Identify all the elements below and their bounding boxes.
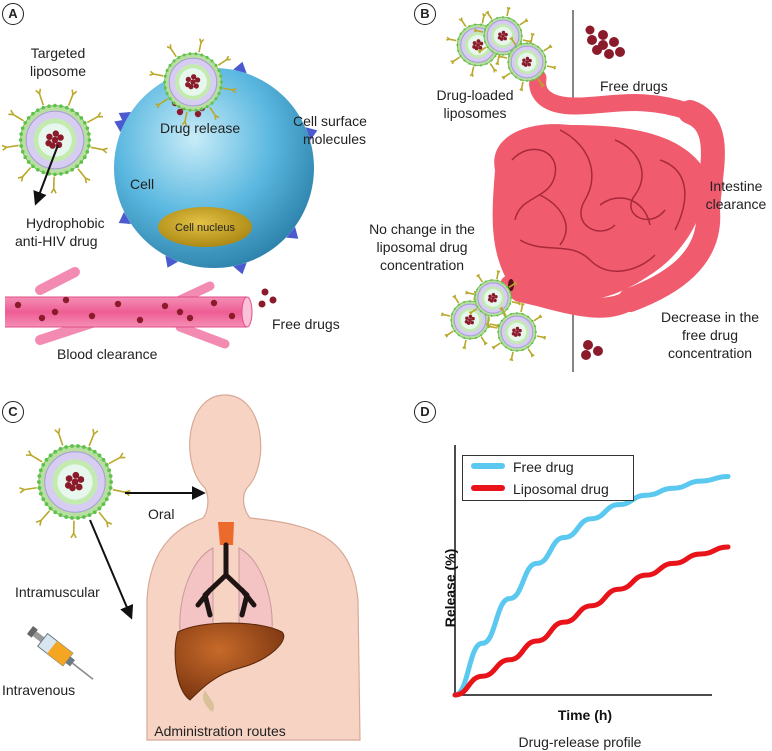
liposome-c [19,428,131,539]
cell-label: Cell [130,176,155,192]
intramuscular-route-arrow [89,519,134,620]
panel-b [440,6,725,372]
legend-label-free-drug: Free drug [513,459,574,475]
vessel-drug-particles [14,296,236,324]
panel-a-badge: A [2,3,24,25]
free-drugs-a-cluster [258,288,277,308]
free-drugs-b-top [585,25,625,59]
targeted-liposome [1,88,108,194]
panel-a [1,38,318,349]
liver [174,622,285,701]
free-drugs-b-bottom [581,340,603,360]
intestine [492,68,725,318]
cell-surface-label-1: Cell surface [293,113,367,129]
no-change-label-3: concentration [379,257,465,273]
decrease-label-1: Decrease in the [660,309,760,325]
administration-routes-caption: Administration routes [154,723,286,739]
panel-c [19,394,361,741]
x-axis-label: Time (h) [558,707,612,723]
intramuscular-label: Intramuscular [15,584,100,600]
free-drugs-label-b: Free drugs [600,78,668,94]
drug-release-caption: Drug-release profile [518,734,642,750]
targeted-liposome-label-1: Targeted [30,45,86,61]
liposome-b-2 [473,6,533,66]
series-line-free-drug [452,473,731,698]
oral-label: Oral [148,506,175,522]
series-layer [452,473,731,698]
gallbladder [202,690,215,712]
targeted-liposome-label-2: liposome [29,63,87,79]
liposome-b-6 [487,302,547,362]
intestine-folds [511,129,686,272]
drug-release-label: Drug release [160,120,241,136]
y-axis-label: Release (%) [442,549,458,628]
trachea [218,522,234,545]
panel-b-badge: B [414,3,436,25]
hydrophobic-label-2: anti-HIV drug [15,233,98,249]
syringe-icon [26,626,94,680]
no-change-label-1: No change in the [369,221,475,237]
hydrophobic-drug-arrow [33,144,59,206]
cell-nucleus [158,207,252,247]
intestine-label-2: clearance [705,196,767,212]
blood-vessel [5,267,253,349]
blood-clearance-label: Blood clearance [57,346,158,362]
liposome-b-3 [497,32,557,92]
drug-loaded-label-1: Drug-loaded [436,87,514,103]
cell-surface-label-2: molecules [303,131,367,147]
legend-swatch-free-drug [471,463,505,469]
panel-d-badge: D [414,401,436,423]
series-line-liposomal-drug [452,544,731,698]
liposome-on-cell [149,38,237,126]
bronchi [195,542,257,618]
free-drugs-label-a: Free drugs [272,316,340,332]
intravenous-label: Intravenous [2,682,76,698]
nucleus-label: Cell nucleus [175,222,235,234]
no-change-label-2: liposomal drug [376,239,468,255]
panel-c-badge: C [2,401,24,423]
legend: Free drug Liposomal drug [462,455,634,501]
drug-loaded-label-2: liposomes [443,105,507,121]
decrease-label-2: free drug [681,327,739,343]
intestine-label-1: Intestine [709,178,763,194]
decrease-label-3: concentration [667,345,753,361]
legend-swatch-liposomal-drug [471,485,505,491]
hydrophobic-label-1: Hydrophobic [26,215,105,231]
cell-surface-receptors [114,61,318,275]
legend-label-liposomal-drug: Liposomal drug [513,481,609,497]
panel-d: Release (%) Time (h) [442,445,731,723]
